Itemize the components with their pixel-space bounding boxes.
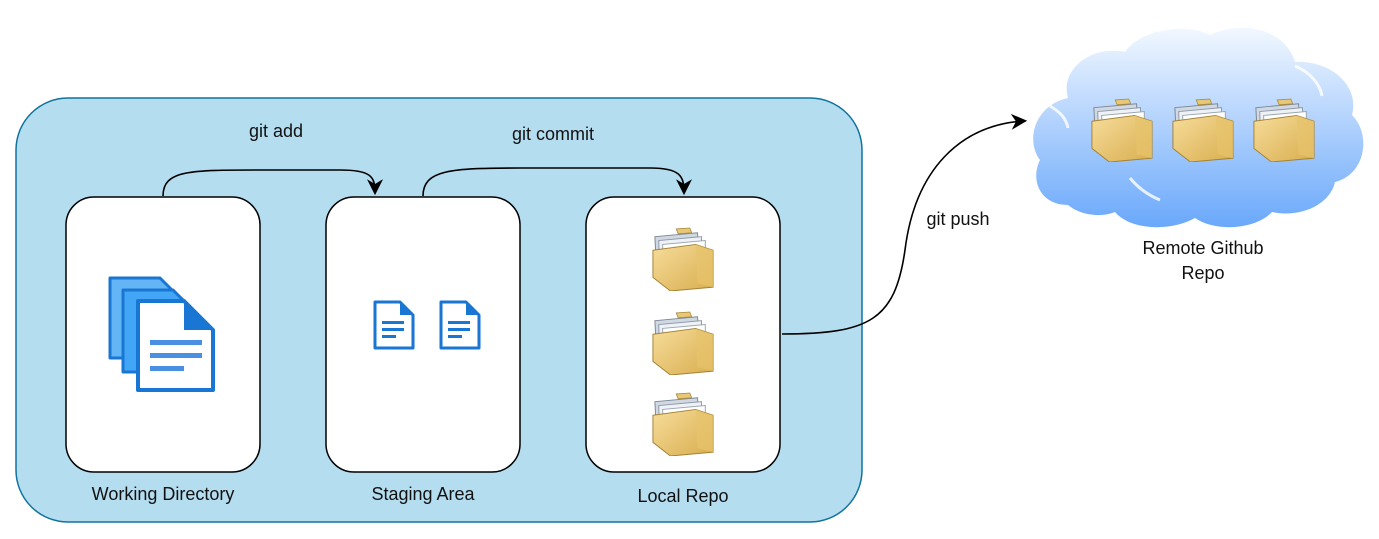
staging-area-card <box>325 196 521 473</box>
documents-stack-icon <box>108 276 215 392</box>
staged-file-icon-2 <box>439 300 481 350</box>
git-push-arrow <box>781 113 1028 335</box>
git-push-label: git push <box>926 209 990 229</box>
remote-repo-label-line2: Repo <box>1181 263 1225 283</box>
remote-repo-label-line1: Remote Github <box>1142 238 1264 258</box>
staged-file-icon-1 <box>373 300 415 350</box>
local-repo-label: Local Repo <box>637 486 729 506</box>
git-commit-label: git commit <box>511 124 595 144</box>
git-add-arrow <box>162 169 383 197</box>
git-add-label: git add <box>248 121 304 141</box>
working-directory-label: Working Directory <box>91 484 235 504</box>
git-commit-arrow <box>422 167 692 197</box>
staging-area-label: Staging Area <box>371 484 475 504</box>
